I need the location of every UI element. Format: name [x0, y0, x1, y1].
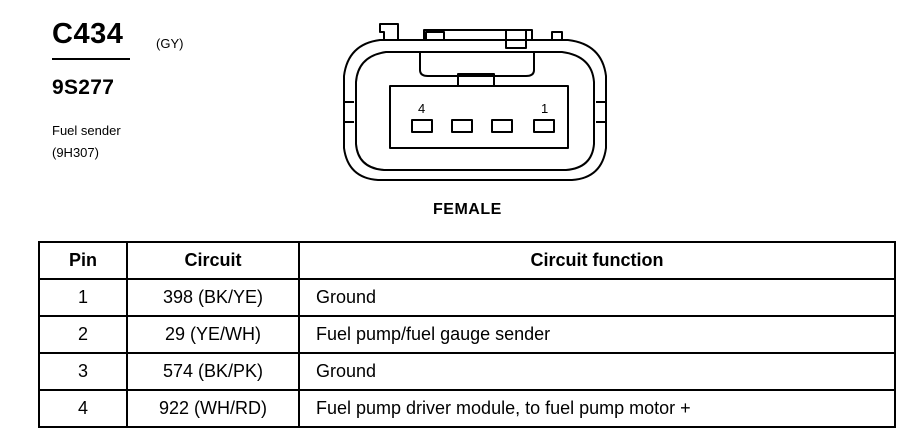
pin-number: 2 [38, 315, 128, 354]
pin-number: 4 [38, 389, 128, 428]
connector-gender-label: FEMALE [433, 201, 502, 218]
pinout-table: Pin Circuit Circuit function 1 398 (BK/Y… [38, 241, 896, 428]
pin-number: 3 [38, 352, 128, 391]
connector-face-diagram: 4 1 [343, 23, 607, 181]
circuit-function: Ground [298, 352, 896, 391]
table-row: 2 29 (YE/WH) Fuel pump/fuel gauge sender [38, 315, 896, 354]
header-circuit: Circuit [126, 241, 300, 280]
terminal-cavity-block [389, 85, 569, 149]
connector-id: C434 [52, 18, 124, 50]
circuit-code: 574 (BK/PK) [126, 352, 300, 391]
circuit-function: Ground [298, 278, 896, 317]
header-pin: Pin [38, 241, 128, 280]
table-header-row: Pin Circuit Circuit function [38, 241, 896, 280]
terminal-3 [451, 119, 473, 133]
pin-label-4: 4 [418, 101, 425, 116]
locking-latch [379, 23, 399, 40]
table-row: 1 398 (BK/YE) Ground [38, 278, 896, 317]
circuit-function: Fuel pump/fuel gauge sender [298, 315, 896, 354]
circuit-code: 398 (BK/YE) [126, 278, 300, 317]
wire-color-code: (GY) [156, 36, 184, 51]
component-reference: (9H307) [52, 145, 99, 160]
circuit-function: Fuel pump driver module, to fuel pump mo… [298, 389, 896, 428]
terminal-4 [411, 119, 433, 133]
connector-inner-housing [355, 51, 595, 171]
table-row: 3 574 (BK/PK) Ground [38, 352, 896, 391]
pin-number: 1 [38, 278, 128, 317]
terminal-1 [533, 119, 555, 133]
circuit-code: 922 (WH/RD) [126, 389, 300, 428]
connector-outer-housing [343, 39, 607, 181]
keyway-channel [419, 52, 535, 77]
pin-label-1: 1 [541, 101, 548, 116]
table-row: 4 922 (WH/RD) Fuel pump driver module, t… [38, 389, 896, 428]
header-circuit-function: Circuit function [298, 241, 896, 280]
part-number: 9S277 [52, 76, 115, 99]
connector-id-underline [52, 58, 130, 60]
terminal-2 [491, 119, 513, 133]
component-description: Fuel sender [52, 123, 121, 138]
circuit-code: 29 (YE/WH) [126, 315, 300, 354]
